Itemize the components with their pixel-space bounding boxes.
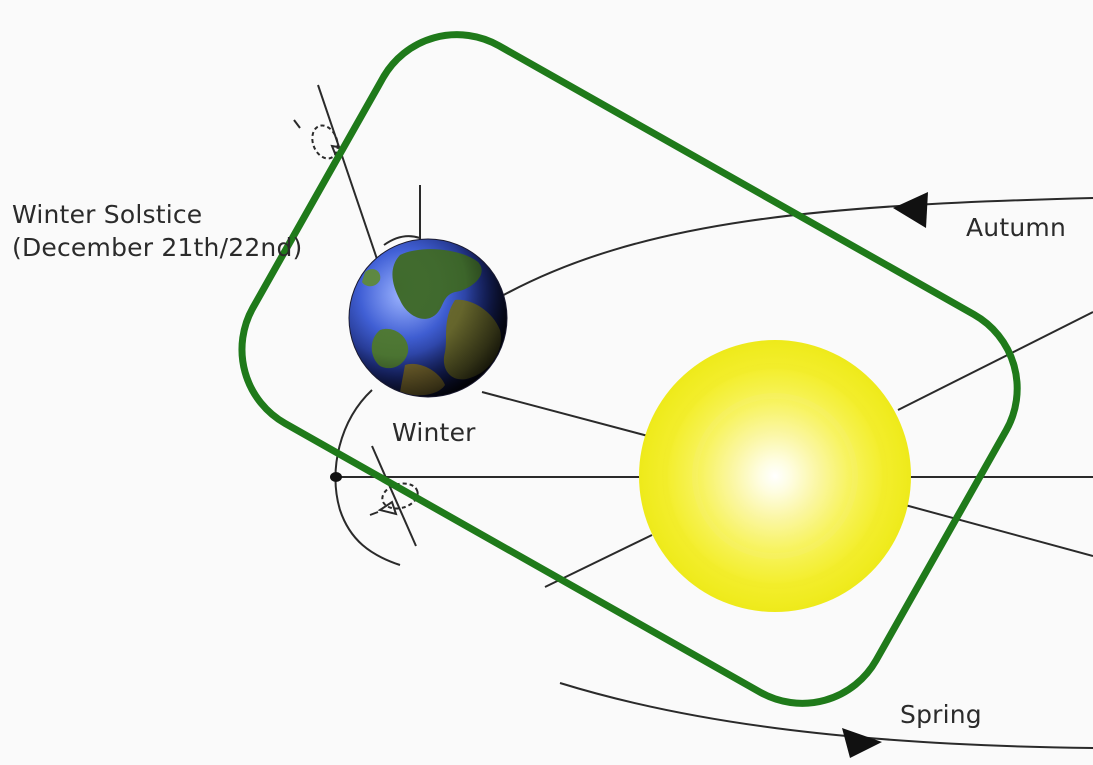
sun-icon [639,340,911,612]
earth-tilt-axis [317,84,379,263]
axis-endpoint-dot [330,472,342,482]
tilt-angle-arc [383,235,421,246]
sun-ring-inner [692,393,858,559]
orbit-arrow-spring [842,728,882,758]
sun-ray-upper-right [897,311,1093,411]
winter-label: Winter [392,418,476,447]
orbit-arc-left [334,389,401,566]
orbit-arrow-autumn [893,192,928,228]
earth-tilt-axis-lower [371,445,417,547]
spring-label: Spring [900,700,982,729]
autumn-label: Autumn [966,213,1066,242]
sun-ray-lower-right [904,504,1093,557]
highlight-box [238,31,1021,707]
orbit-arc-upper [499,197,1093,298]
earth-sun-line [481,391,649,437]
sun-ring [662,363,888,589]
solstice-date: (December 21th/22nd) [12,233,303,262]
earth-globe-icon [348,238,508,398]
orbit-arc-lower [559,682,1093,749]
solstice-title: Winter Solstice [12,200,203,229]
